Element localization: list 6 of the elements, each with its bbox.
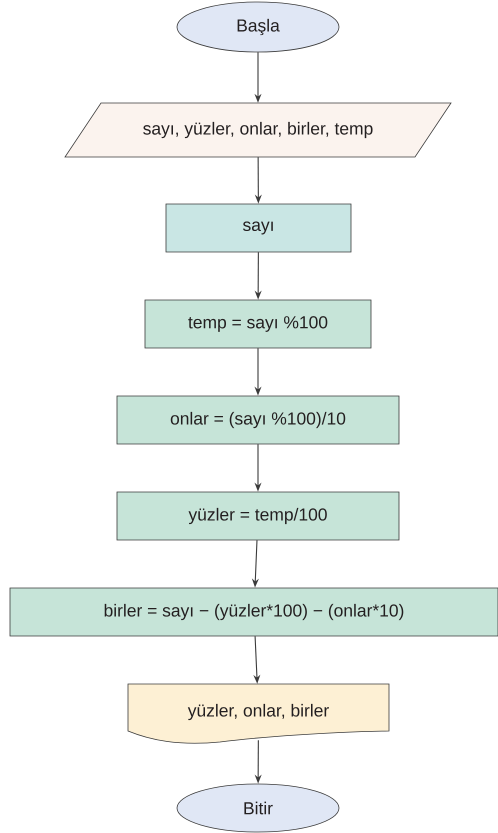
process-box: birler = sayı − (yüzler*100) − (onlar*10) bbox=[10, 588, 498, 636]
process-box: temp = sayı %100 bbox=[144, 300, 372, 348]
process-box: onlar = (sayı %100)/10 bbox=[116, 396, 400, 444]
output-document: yüzler, onlar, birler bbox=[128, 684, 390, 744]
process-box: yüzler = temp/100 bbox=[116, 492, 400, 540]
process-box: sayı bbox=[166, 204, 352, 252]
